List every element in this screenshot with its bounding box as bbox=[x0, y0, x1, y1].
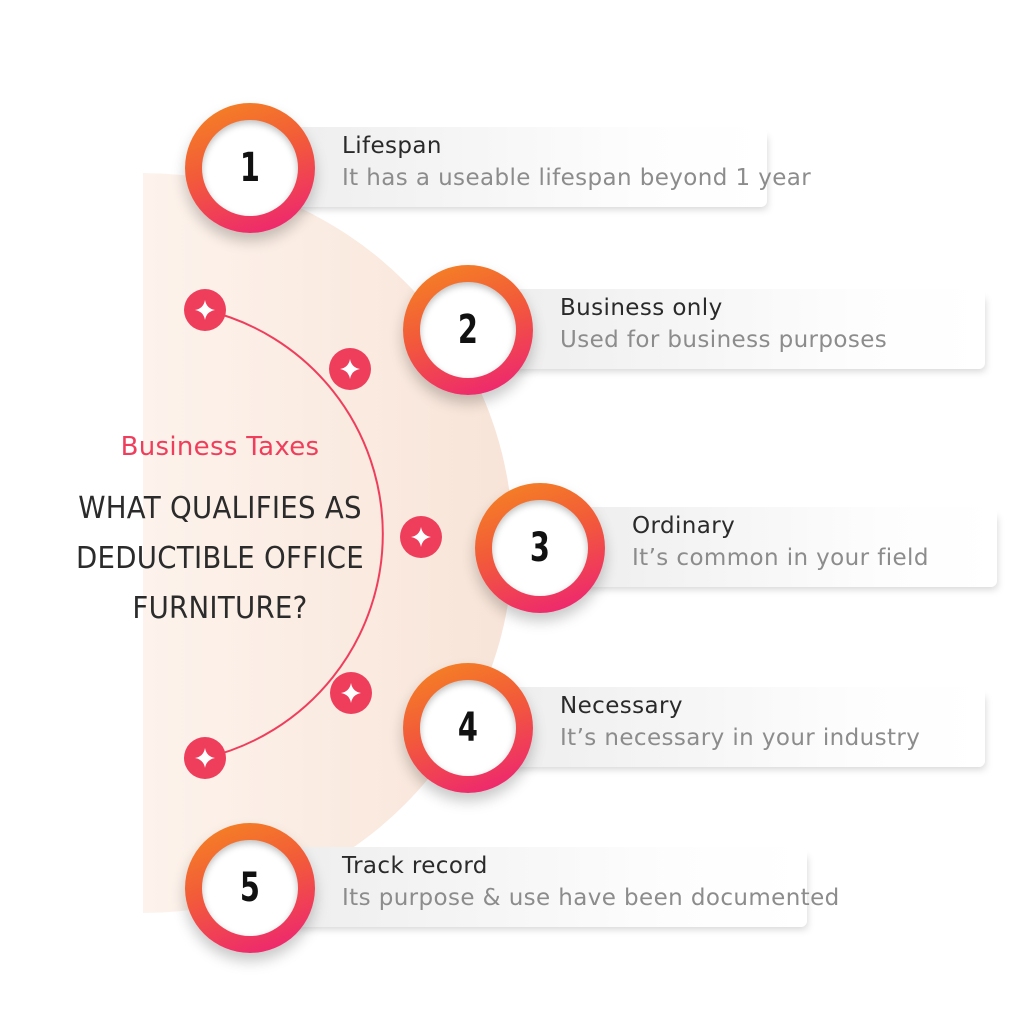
criterion-title: Lifespan bbox=[342, 133, 442, 159]
badge-inner-circle: 1 bbox=[202, 120, 298, 216]
sparkle-icon bbox=[340, 359, 360, 379]
timeline-marker-1 bbox=[184, 289, 226, 331]
criterion-description: It’s necessary in your industry bbox=[560, 725, 921, 751]
number-badge: 2 bbox=[403, 265, 533, 395]
criterion-title: Track record bbox=[342, 853, 488, 879]
category-label: Business Taxes bbox=[120, 432, 320, 462]
timeline-arc bbox=[204, 309, 384, 759]
criterion-card bbox=[247, 127, 767, 207]
criterion-title: Business only bbox=[560, 295, 723, 321]
number-badge: 1 bbox=[185, 103, 315, 233]
badge-number: 1 bbox=[239, 145, 261, 191]
criterion-text: Ordinary It’s common in your field bbox=[632, 513, 929, 571]
criterion-card bbox=[247, 847, 807, 927]
sparkle-icon bbox=[195, 748, 215, 768]
criterion-text: Lifespan It has a useable lifespan beyon… bbox=[342, 133, 811, 191]
criterion-text: Necessary It’s necessary in your industr… bbox=[560, 693, 920, 751]
badge-inner-circle: 4 bbox=[420, 680, 516, 776]
badge-inner-circle: 5 bbox=[202, 840, 298, 936]
criterion-title: Ordinary bbox=[632, 513, 736, 539]
criterion-card bbox=[465, 687, 985, 767]
criterion-text: Business only Used for business purposes bbox=[560, 295, 887, 353]
timeline-marker-4 bbox=[330, 672, 372, 714]
sparkle-icon bbox=[341, 683, 361, 703]
criterion-title: Necessary bbox=[560, 693, 683, 719]
sparkle-icon bbox=[411, 527, 431, 547]
badge-number: 4 bbox=[457, 705, 479, 751]
timeline-marker-3 bbox=[400, 516, 442, 558]
timeline-marker-2 bbox=[329, 348, 371, 390]
criterion-card bbox=[465, 289, 985, 369]
number-badge: 3 bbox=[475, 483, 605, 613]
number-badge: 4 bbox=[403, 663, 533, 793]
timeline-marker-5 bbox=[184, 737, 226, 779]
criterion-description: It’s common in your field bbox=[632, 545, 929, 571]
title-block: Business Taxes WHAT QUALIFIES AS DEDUCTI… bbox=[40, 432, 400, 634]
main-heading: WHAT QUALIFIES AS DEDUCTIBLE OFFICE FURN… bbox=[76, 491, 364, 626]
criterion-card bbox=[537, 507, 997, 587]
badge-number: 3 bbox=[529, 525, 551, 571]
criterion-description: It has a useable lifespan beyond 1 year bbox=[342, 165, 812, 191]
badge-inner-circle: 3 bbox=[492, 500, 588, 596]
criterion-description: Used for business purposes bbox=[560, 327, 888, 353]
sparkle-icon bbox=[195, 300, 215, 320]
criterion-text: Track record Its purpose & use have been… bbox=[342, 853, 840, 911]
criterion-description: Its purpose & use have been documented bbox=[342, 885, 840, 911]
number-badge: 5 bbox=[185, 823, 315, 953]
badge-number: 5 bbox=[239, 865, 261, 911]
badge-number: 2 bbox=[457, 307, 479, 353]
badge-inner-circle: 2 bbox=[420, 282, 516, 378]
